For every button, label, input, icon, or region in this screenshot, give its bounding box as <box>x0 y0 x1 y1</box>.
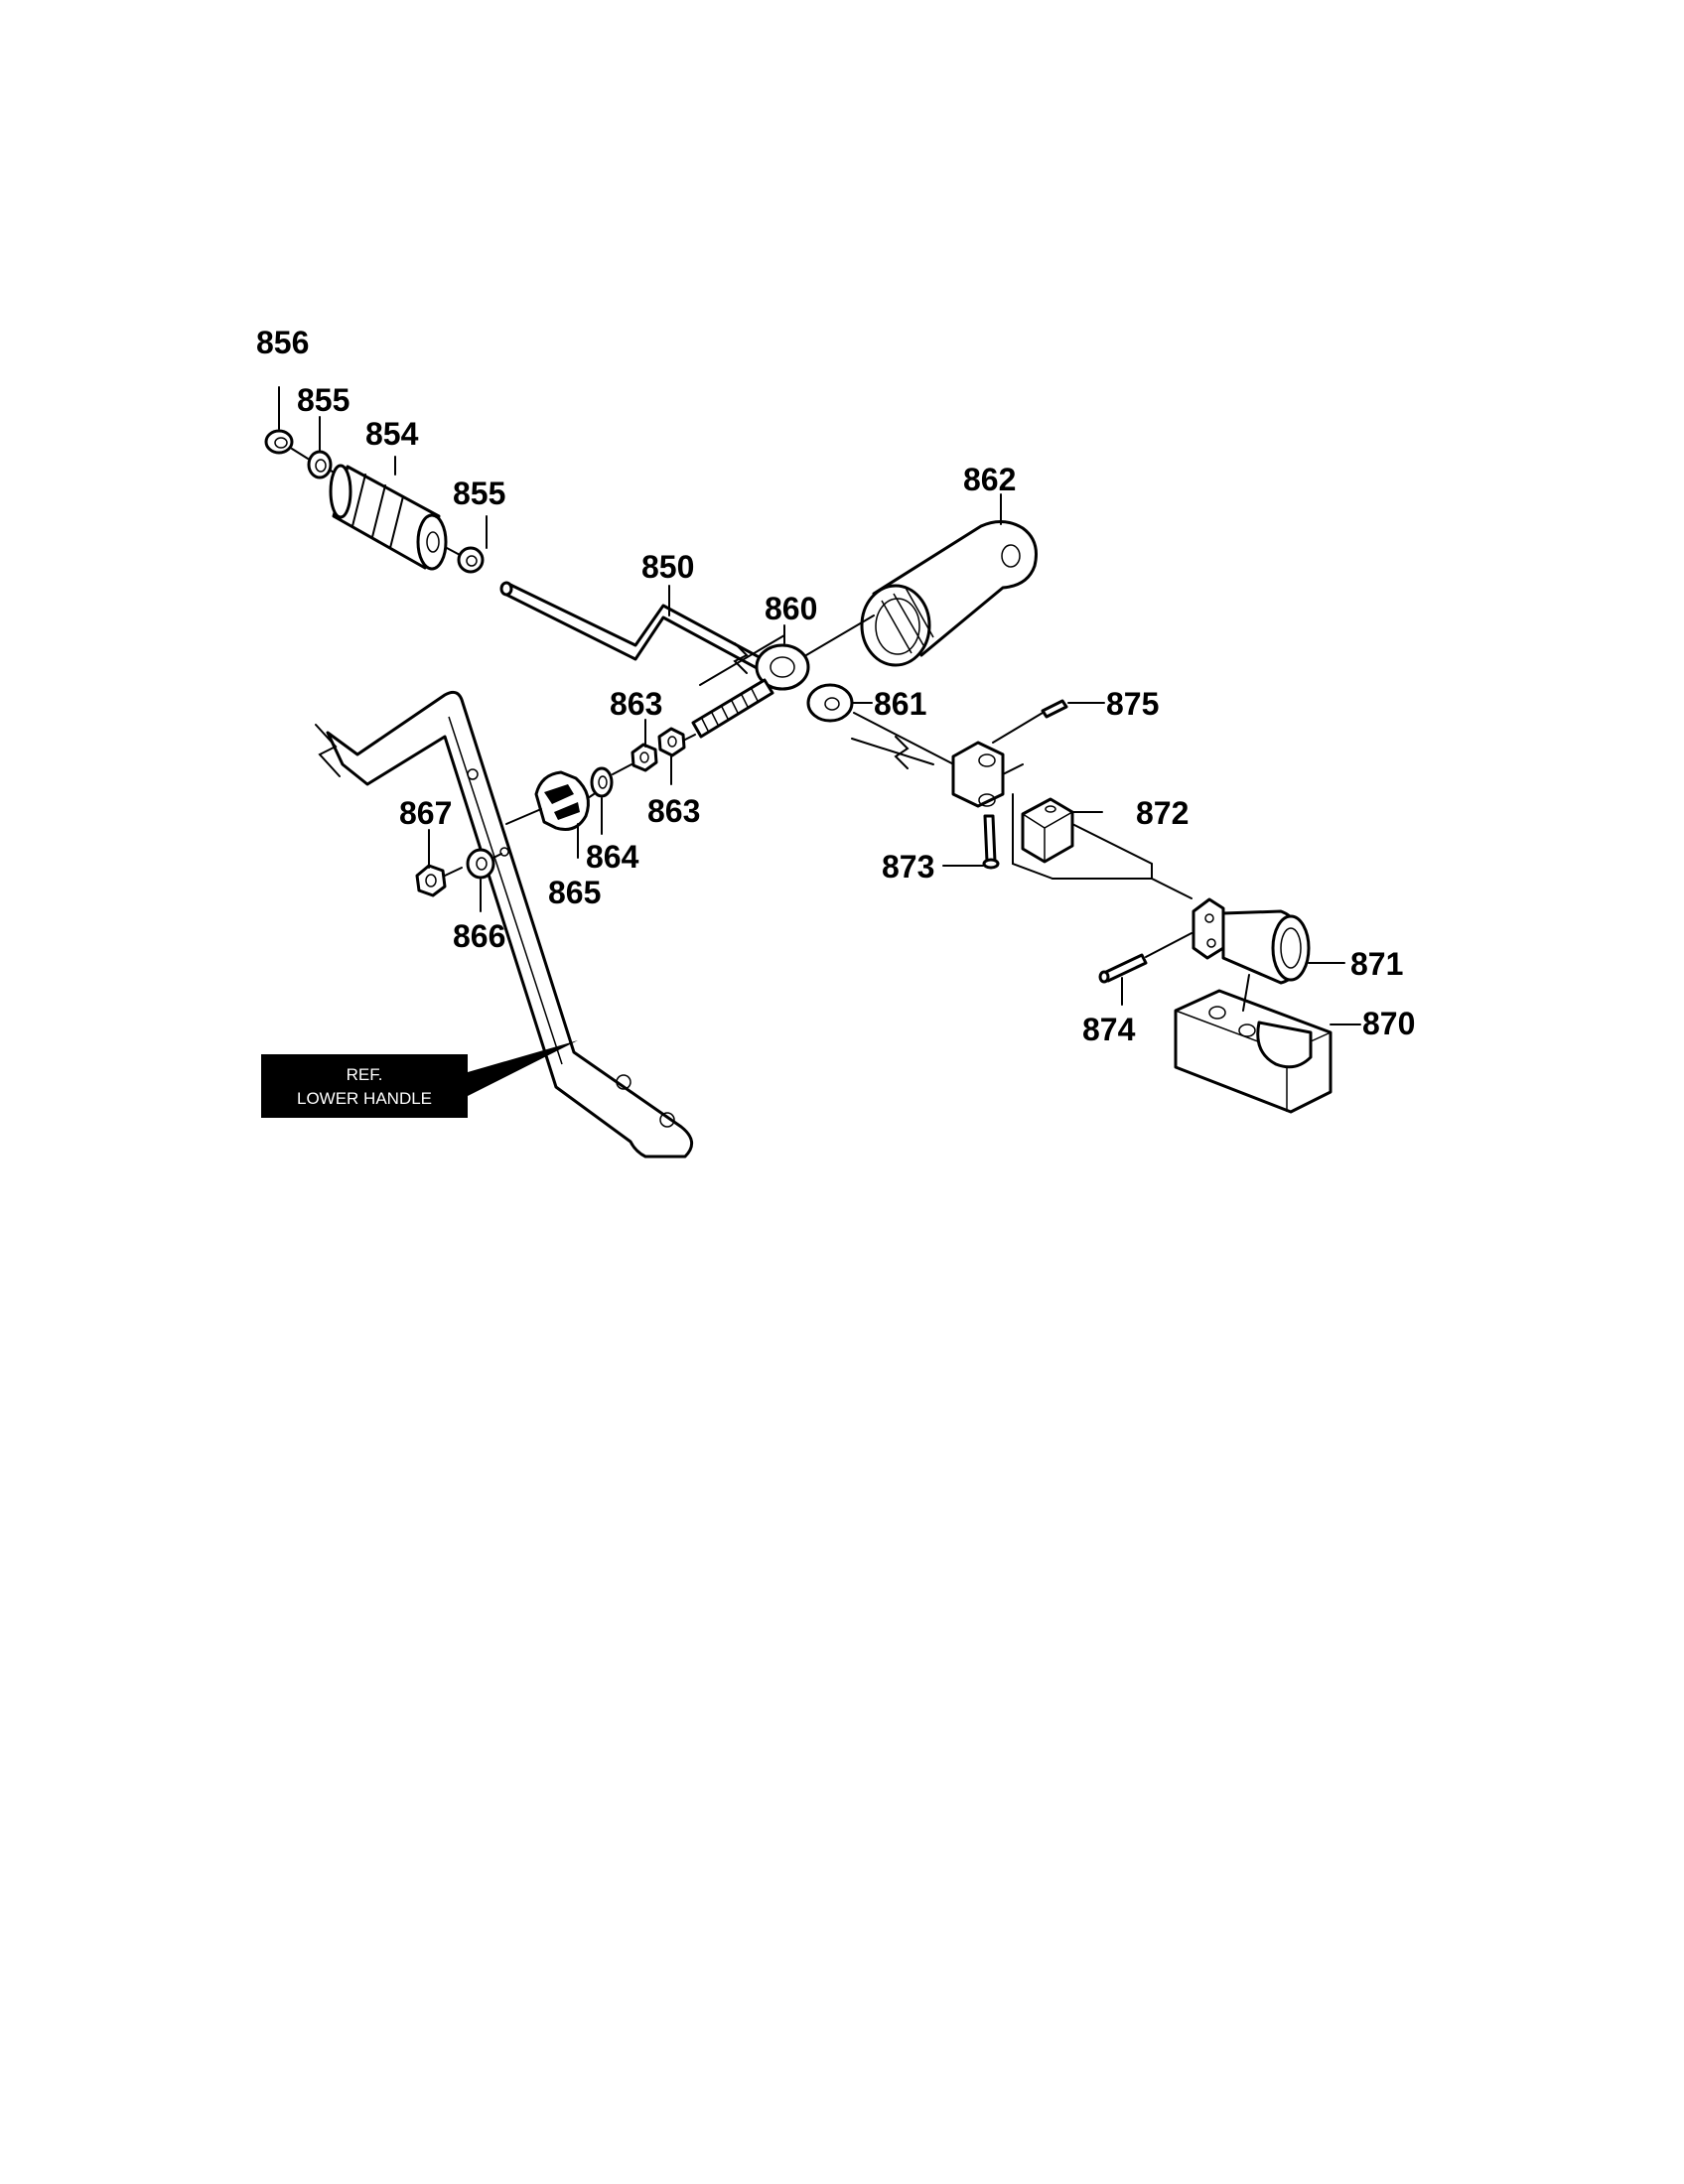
washer-861 <box>806 683 854 723</box>
washer-855-left <box>307 450 333 479</box>
grip-854 <box>329 464 448 571</box>
callout-855-left: 855 <box>297 382 350 418</box>
washer-856 <box>264 429 294 455</box>
callout-864: 864 <box>586 839 639 875</box>
pin-875 <box>992 699 1068 744</box>
callout-863-bottom: 863 <box>647 793 700 829</box>
shift-rod-850 <box>499 581 785 686</box>
callout-855-right: 855 <box>453 476 505 511</box>
callout-871: 871 <box>1350 946 1403 982</box>
callout-870: 870 <box>1362 1006 1415 1041</box>
washer-866 <box>466 848 495 880</box>
callout-875: 875 <box>1106 686 1159 722</box>
callout-856: 856 <box>256 325 309 360</box>
pivot-865 <box>534 770 595 831</box>
block-872 <box>1012 793 1193 899</box>
callout-850: 850 <box>641 549 694 585</box>
coupler-871 <box>1192 897 1311 985</box>
callout-873: 873 <box>882 849 934 885</box>
callout-862: 862 <box>963 462 1016 497</box>
callout-867: 867 <box>399 795 452 831</box>
clevis-bracket <box>951 741 1024 808</box>
reference-label-line2: LOWER HANDLE <box>297 1089 432 1108</box>
base-870 <box>1174 974 1333 1114</box>
callout-861: 861 <box>874 686 926 722</box>
reference-label-box: REF. LOWER HANDLE <box>261 1040 578 1118</box>
washer-855-right <box>457 546 485 574</box>
callout-866: 866 <box>453 918 505 954</box>
callout-872: 872 <box>1136 795 1189 831</box>
callout-854: 854 <box>365 416 419 452</box>
callout-865: 865 <box>548 875 601 910</box>
callout-863-top: 863 <box>610 686 662 722</box>
pin-873 <box>982 814 1000 870</box>
callout-labels: 856 855 854 855 862 850 860 861 875 863 … <box>256 325 1415 1047</box>
callout-874: 874 <box>1082 1012 1136 1047</box>
shift-knob-862 <box>860 520 1038 667</box>
pin-874 <box>1098 932 1193 984</box>
reference-label-line1: REF. <box>347 1065 383 1084</box>
leader-lines <box>278 386 1361 1025</box>
eye-bolt-860 <box>691 614 875 739</box>
nut-863-b <box>657 727 686 757</box>
callout-860: 860 <box>765 591 817 626</box>
nut-863-a <box>631 743 658 772</box>
washer-864 <box>590 766 614 798</box>
lower-handle-bar <box>315 690 693 1159</box>
nut-867 <box>415 864 447 897</box>
